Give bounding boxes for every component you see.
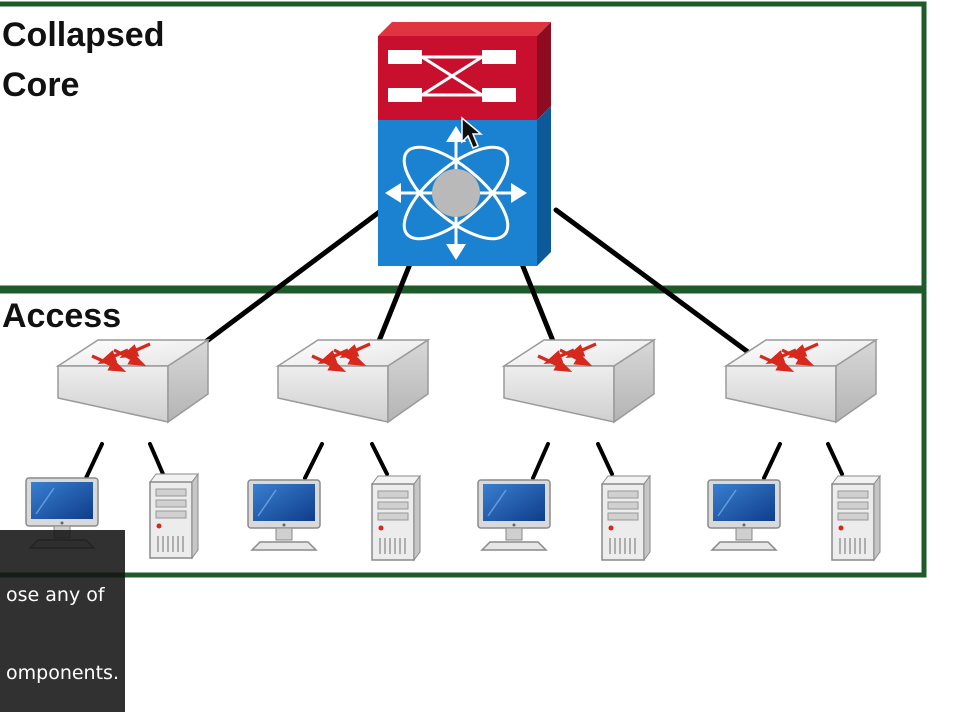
core-tier-label-line2: Core <box>2 66 80 104</box>
network-diagram <box>0 1 927 578</box>
access-tier-frame <box>0 288 927 578</box>
uplink-3 <box>519 261 558 349</box>
caption-line-1: ose any of <box>6 584 105 606</box>
mouse-pointer-icon <box>461 116 484 149</box>
server-tower-icon <box>831 475 881 561</box>
multilayer-switch-icon[interactable] <box>378 22 551 266</box>
uplink-1 <box>185 207 385 358</box>
uplink-2 <box>374 261 413 349</box>
server-tower-icon <box>601 475 651 561</box>
server-tower-icon <box>371 475 421 561</box>
uplink-4 <box>553 207 755 358</box>
access-tier-label: Access <box>2 297 122 335</box>
caption-line-2: omponents. <box>6 662 119 684</box>
access-links <box>84 442 844 480</box>
video-caption: ose any of omponents. <box>0 530 125 712</box>
uplinks <box>185 207 755 358</box>
core-tier-label-line1: Collapsed <box>2 16 165 54</box>
server-tower-icon <box>149 473 199 559</box>
